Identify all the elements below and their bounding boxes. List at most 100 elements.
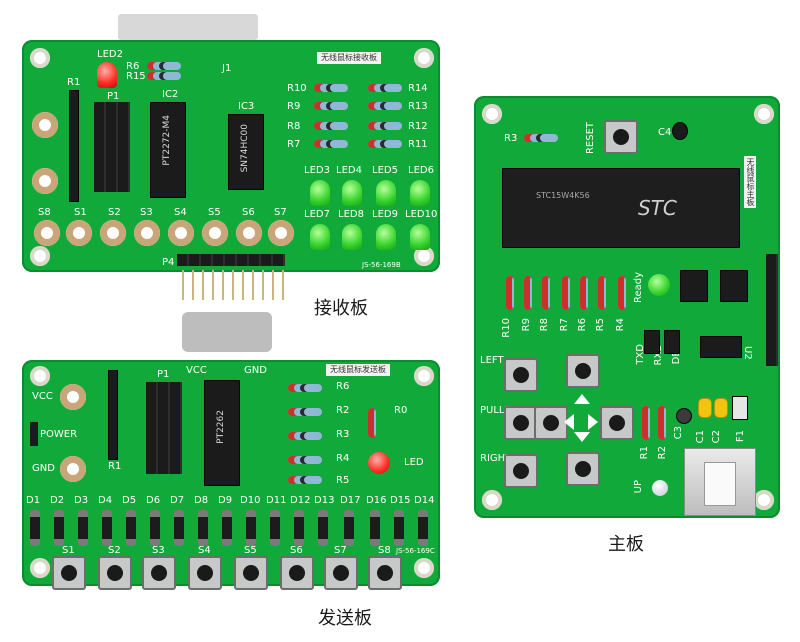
label-r6: R6 xyxy=(336,381,350,392)
label-r3: R3 xyxy=(336,429,350,440)
resistor xyxy=(368,122,402,130)
led2 xyxy=(97,62,117,88)
label-reset: RESET xyxy=(585,122,596,155)
resistor xyxy=(368,84,402,92)
label-r0: R0 xyxy=(394,405,408,416)
down-button xyxy=(566,452,600,486)
pad xyxy=(268,220,294,246)
resistor xyxy=(288,476,322,484)
label-d16: D16 xyxy=(366,495,387,506)
label-r15: R15 xyxy=(126,71,146,82)
resistor xyxy=(288,432,322,440)
diode xyxy=(78,510,88,546)
led3 xyxy=(310,180,330,206)
resistor xyxy=(147,72,181,80)
label-s3: S3 xyxy=(152,545,165,556)
label-s1: S1 xyxy=(62,545,75,556)
label-r7: R7 xyxy=(559,318,570,332)
label-ready: Ready xyxy=(633,272,644,304)
side-header xyxy=(766,254,778,366)
label-r6: R6 xyxy=(126,61,140,72)
label-r5: R5 xyxy=(336,475,350,486)
r1-strip xyxy=(69,90,79,202)
diode xyxy=(222,510,232,546)
label-s7: S7 xyxy=(274,207,287,218)
mount-hole xyxy=(754,104,774,124)
label-r12: R12 xyxy=(408,121,428,132)
label-r1: R1 xyxy=(67,77,81,88)
diode xyxy=(54,510,64,546)
diode xyxy=(102,510,112,546)
resistor xyxy=(368,140,402,148)
label-led6: LED6 xyxy=(408,165,434,176)
label-d4: D4 xyxy=(98,495,113,506)
p1-header xyxy=(146,382,182,474)
label-r9: R9 xyxy=(521,318,532,332)
label-r1: R1 xyxy=(639,446,650,460)
right-dir-button xyxy=(600,406,634,440)
label-d6: D6 xyxy=(146,495,161,506)
encoder-chip xyxy=(204,380,240,486)
label-d1: D1 xyxy=(26,495,41,506)
label-d17: D17 xyxy=(340,495,361,506)
label-p4: P4 xyxy=(162,257,175,268)
label-p1: P1 xyxy=(107,91,120,102)
label-led2: LED2 xyxy=(97,49,123,60)
label-s4: S4 xyxy=(174,207,187,218)
button-s8 xyxy=(368,556,402,590)
resistor xyxy=(314,122,348,130)
label-s1: S1 xyxy=(74,207,87,218)
resistor xyxy=(642,406,650,440)
resistor xyxy=(506,276,514,310)
diode xyxy=(370,510,380,546)
mount-hole xyxy=(482,104,502,124)
resistor xyxy=(147,62,181,70)
led7 xyxy=(310,224,330,250)
label-d2: D2 xyxy=(50,495,65,506)
diode xyxy=(174,510,184,546)
led10 xyxy=(410,224,430,250)
led5 xyxy=(376,180,396,206)
label-r2: R2 xyxy=(657,446,668,460)
diode xyxy=(418,510,428,546)
resistor xyxy=(288,384,322,392)
label-r2: R2 xyxy=(336,405,350,416)
reset-button xyxy=(604,120,638,154)
label-r7: R7 xyxy=(287,139,301,150)
diode xyxy=(126,510,136,546)
resistor xyxy=(580,276,588,310)
label-led8: LED8 xyxy=(338,209,364,220)
label-s2: S2 xyxy=(108,207,121,218)
label-s3: S3 xyxy=(140,207,153,218)
label-led5: LED5 xyxy=(372,165,398,176)
label-c3: C3 xyxy=(673,426,684,440)
resistor xyxy=(314,140,348,148)
usb-port-inner xyxy=(704,462,736,506)
mount-hole xyxy=(414,48,434,68)
label-r4: R4 xyxy=(615,318,626,332)
pad xyxy=(202,220,228,246)
jumper xyxy=(644,330,660,354)
mount-hole xyxy=(754,490,774,510)
jumper xyxy=(664,330,680,354)
label-led: LED xyxy=(404,457,424,468)
pad xyxy=(100,220,126,246)
mount-hole xyxy=(30,48,50,68)
label-r14: R14 xyxy=(408,83,428,94)
pad xyxy=(32,112,58,138)
label-c2: C2 xyxy=(711,430,722,444)
label-s2: S2 xyxy=(108,545,121,556)
diode xyxy=(294,510,304,546)
button-s4 xyxy=(188,556,222,590)
board-code: JS-56-169C xyxy=(396,547,435,555)
label-u2: U2 xyxy=(742,346,753,360)
ready-led xyxy=(648,274,670,296)
resistor xyxy=(288,456,322,464)
r1-strip xyxy=(108,370,118,460)
resistor xyxy=(288,408,322,416)
encoder-chip-label: PT2262 xyxy=(216,410,226,444)
label-f1: F1 xyxy=(735,430,746,443)
ic3-chip-label: SN74HC00 xyxy=(240,124,250,173)
pulley-button xyxy=(504,406,538,440)
diode xyxy=(198,510,208,546)
